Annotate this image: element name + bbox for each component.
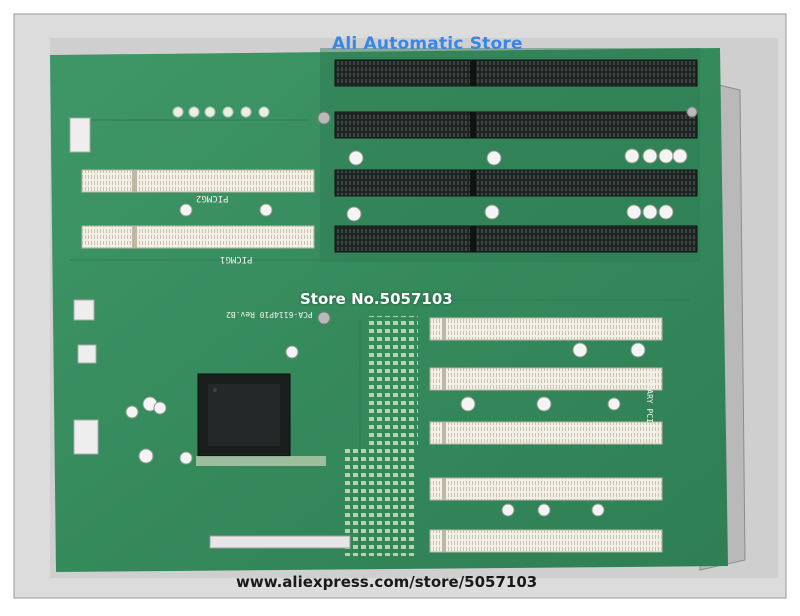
pcb-label-picmg1: PICMG1 <box>220 254 253 264</box>
isa-slots <box>334 59 698 253</box>
store-url-watermark: www.aliexpress.com/store/5057103 <box>236 573 538 591</box>
store-number-watermark: Store No.5057103 <box>300 290 453 308</box>
pcb-label-primary-pci: PRIMARY PCI <box>645 370 654 423</box>
bridge-chip <box>197 373 291 457</box>
pcb-label-revision: PCA-6114P10 Rev.B2 <box>226 310 313 319</box>
picmg-slots <box>81 169 315 249</box>
pcb-label-picmg2: PICMG2 <box>196 193 229 203</box>
store-title-watermark: Ali Automatic Store <box>332 34 523 54</box>
pci-slots <box>429 317 663 553</box>
